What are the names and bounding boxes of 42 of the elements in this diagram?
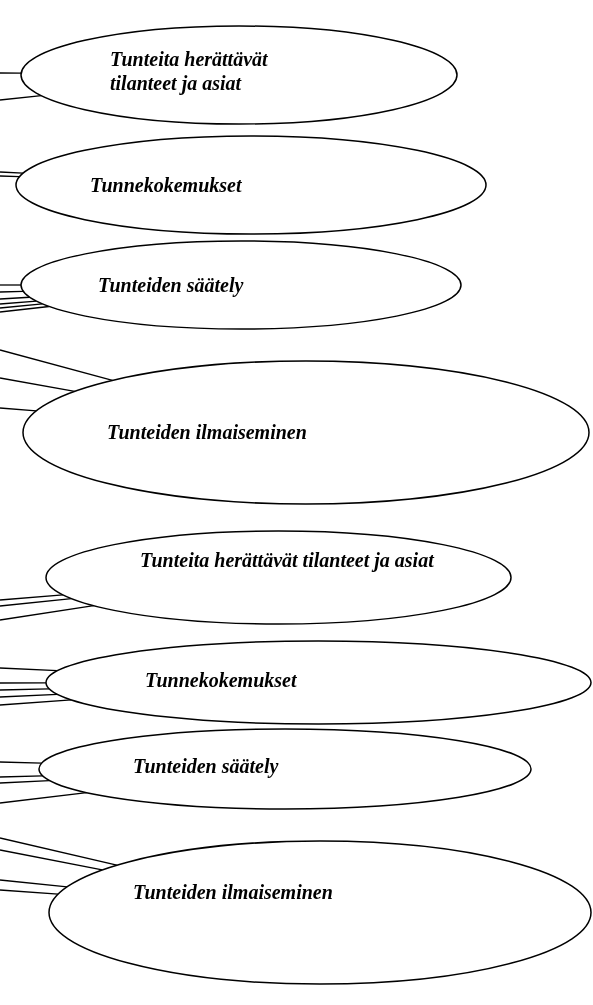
connector-line <box>0 296 31 300</box>
node-label: Tunnekokemukset <box>90 173 243 197</box>
ellipse-node <box>45 530 512 625</box>
connector-line <box>0 761 43 764</box>
connector-line <box>0 693 59 698</box>
connector-line <box>0 95 42 101</box>
ellipse-node <box>15 135 487 235</box>
ellipse-node <box>45 640 592 725</box>
connector-line <box>0 175 21 178</box>
connector-line <box>0 682 47 684</box>
connector-line <box>0 667 59 672</box>
node-label: Tunteita herättävät tilanteet ja asiat <box>140 548 436 572</box>
node-label: Tunteiden säätely <box>133 754 280 778</box>
node-label: Tunnekokemukset <box>145 668 298 692</box>
ellipse-node <box>38 728 532 810</box>
connector-line <box>0 849 103 871</box>
connector-line <box>0 303 44 309</box>
node-label: Tunteita herättävät tilanteet ja asiat <box>110 47 269 95</box>
connector-line <box>0 688 50 691</box>
ellipse-node <box>20 25 458 125</box>
node-label: Tunteiden ilmaiseminen <box>107 420 308 444</box>
connector-line <box>0 349 114 381</box>
connector-line <box>0 879 68 888</box>
connector-line <box>0 837 118 866</box>
node-label: Tunteiden säätely <box>98 273 245 297</box>
connector-line <box>0 290 24 293</box>
connector-line <box>0 598 73 607</box>
connector-line <box>0 779 51 784</box>
connector-line <box>0 792 88 804</box>
connector-line <box>0 775 44 778</box>
connector-line <box>0 377 76 392</box>
connector-line <box>0 305 50 313</box>
connector-line <box>0 284 22 286</box>
connector-line <box>0 407 37 412</box>
connector-line <box>0 300 37 305</box>
ellipse-node <box>20 240 462 330</box>
ellipse-node <box>48 840 592 985</box>
connector-line <box>0 171 24 174</box>
ellipse-node <box>22 360 590 505</box>
node-label: Tunteiden ilmaiseminen <box>133 880 334 904</box>
connector-line <box>0 889 59 895</box>
connector-line <box>0 72 22 74</box>
